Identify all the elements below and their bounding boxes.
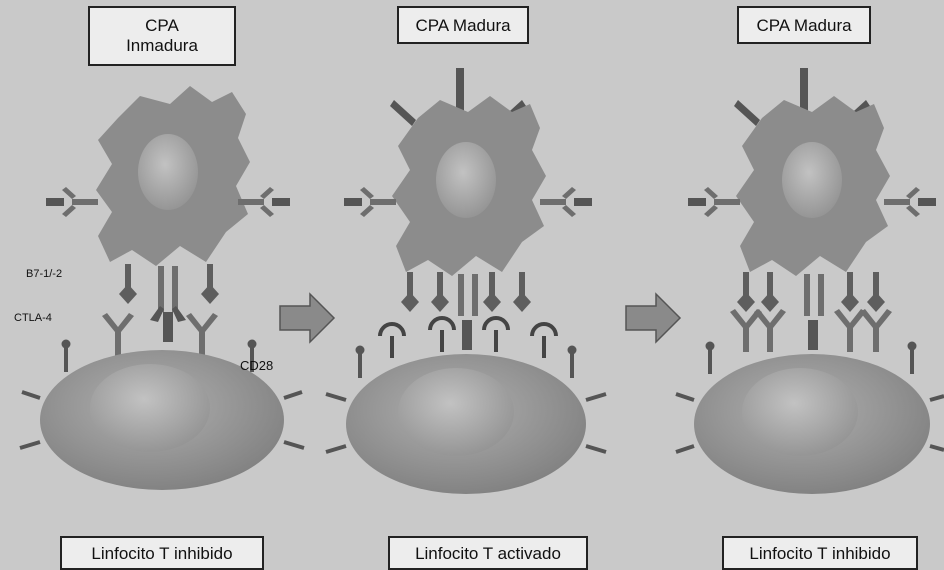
panel-2 [326, 68, 606, 494]
t-cell-nucleus [398, 368, 514, 456]
tcell-label: Linfocito T inhibido [62, 544, 262, 564]
tcell-label-box-2: Linfocito T activado [388, 536, 588, 570]
tcell-label-box-3: Linfocito T inhibido [722, 536, 918, 570]
t-cell-nucleus [742, 368, 858, 456]
tcell-label: Linfocito T activado [390, 544, 586, 564]
panel-3 [676, 68, 944, 494]
apc-label-box-3: CPA Madura [737, 6, 871, 44]
apc-nucleus [782, 142, 842, 218]
apc-label-line-1: CPA Madura [399, 16, 527, 36]
apc-label-box-1: CPA Inmadura [88, 6, 236, 66]
arrow-2 [626, 294, 680, 342]
apc-nucleus [138, 134, 198, 210]
label-b7: B7-1/-2 [26, 268, 62, 280]
tcell-label: Linfocito T inhibido [724, 544, 916, 564]
label-ctla4: CTLA-4 [14, 312, 52, 324]
apc-label-box-2: CPA Madura [397, 6, 529, 44]
label-cd28: CD28 [240, 358, 273, 373]
apc-nucleus [436, 142, 496, 218]
tcell-label-box-1: Linfocito T inhibido [60, 536, 264, 570]
arrow-1 [280, 294, 334, 342]
apc-label-line-1: CPA Madura [739, 16, 869, 36]
t-cell-nucleus [90, 364, 210, 452]
apc-label-line-2: Inmadura [90, 36, 234, 56]
panel-1 [20, 86, 304, 490]
apc-label-line-1: CPA [90, 16, 234, 36]
